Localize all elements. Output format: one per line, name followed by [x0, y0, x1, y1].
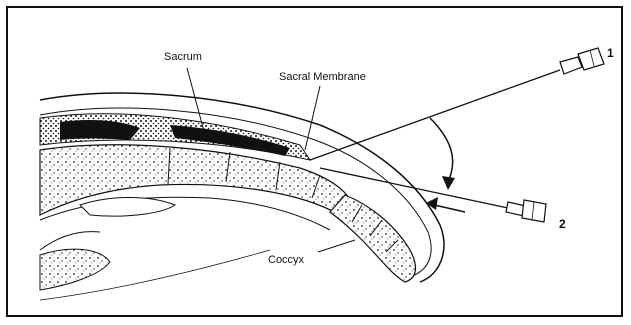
label-sacral-membrane: Sacral Membrane	[279, 72, 366, 83]
coccyx-bone	[330, 195, 415, 282]
membrane-leader	[305, 86, 320, 150]
needle-1	[310, 48, 604, 160]
label-needle-1: 1	[607, 47, 614, 59]
label-sacrum: Sacrum	[164, 52, 202, 63]
coccyx-leader	[318, 240, 355, 252]
label-coccyx: Coccyx	[268, 255, 304, 266]
label-needle-2: 2	[559, 218, 566, 230]
rotation-arrow	[430, 118, 453, 182]
